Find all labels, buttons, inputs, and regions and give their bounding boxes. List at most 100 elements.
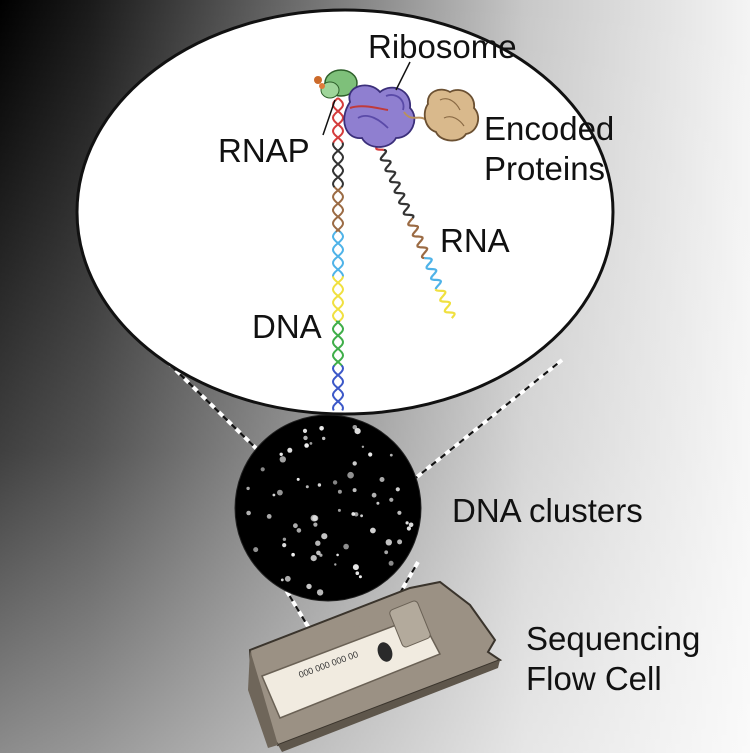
cluster-dot xyxy=(352,461,357,466)
cluster-dot xyxy=(389,453,393,457)
cluster-dot xyxy=(358,575,362,579)
protein-shape xyxy=(423,88,480,142)
cluster-dot xyxy=(312,515,319,522)
cluster-dot xyxy=(352,488,357,493)
cluster-dot xyxy=(313,522,318,527)
cluster-dot xyxy=(405,521,409,525)
cluster-dot xyxy=(371,492,377,498)
dna-strand-segment xyxy=(331,142,345,189)
cluster-dots xyxy=(246,425,414,596)
cluster-dot xyxy=(376,501,380,505)
cluster-dot xyxy=(282,537,287,541)
cluster-dot xyxy=(322,436,326,441)
cluster-dot xyxy=(296,528,302,533)
cluster-dot xyxy=(408,522,414,528)
rna-strand-segment xyxy=(379,148,415,219)
cluster-dot xyxy=(355,571,360,575)
cluster-dot xyxy=(321,533,328,540)
dna-label: DNA xyxy=(252,308,322,345)
cluster-dot xyxy=(388,560,394,566)
leader-lines xyxy=(322,61,411,136)
flow-cell-label-line2: Flow Cell xyxy=(526,660,662,697)
cluster-dot xyxy=(305,485,309,489)
cluster-dot xyxy=(302,428,308,433)
dna-strand-segment xyxy=(331,230,345,277)
cluster-dot xyxy=(291,552,295,557)
dna-strand-segment xyxy=(331,186,345,233)
rnap-shape xyxy=(314,69,358,99)
cluster-dot xyxy=(310,555,317,562)
cluster-dot xyxy=(395,487,400,492)
dna-strand-segment xyxy=(331,186,345,233)
cluster-dot xyxy=(279,456,286,463)
cluster-dot xyxy=(246,486,250,491)
dna-strand-segment xyxy=(331,364,345,411)
cluster-dot xyxy=(337,508,341,512)
rnap-label: RNAP xyxy=(218,132,310,169)
cluster-dot xyxy=(384,550,389,555)
cluster-dot xyxy=(304,443,309,448)
cluster-dot xyxy=(389,497,394,502)
cluster-dot xyxy=(347,471,354,479)
cluster-dot xyxy=(246,510,251,516)
cluster-dot xyxy=(397,539,403,545)
cluster-dot xyxy=(351,512,356,516)
cluster-dot xyxy=(397,510,402,515)
dna-strand-segment xyxy=(331,320,345,367)
zoom-ellipse xyxy=(75,8,615,416)
cluster-dot xyxy=(287,447,293,453)
rna-strand-segment xyxy=(407,217,429,260)
cluster-dot xyxy=(317,483,322,487)
cluster-dot xyxy=(379,477,385,482)
rna-label: RNA xyxy=(440,222,510,259)
cluster-dot xyxy=(253,547,259,553)
dna-strand-segment xyxy=(331,320,345,367)
rna-strand-segment xyxy=(424,257,443,290)
cluster-dot xyxy=(309,442,313,445)
cluster-dot xyxy=(293,523,298,529)
cluster-dot xyxy=(352,564,359,571)
cluster-dot xyxy=(272,493,276,497)
cluster-dot xyxy=(354,428,361,435)
cluster-dot xyxy=(296,477,300,481)
flow-cell-label-line1: Sequencing xyxy=(526,620,701,657)
cluster-dot xyxy=(260,467,265,472)
cluster-dot xyxy=(266,514,272,519)
ribosome-label: Ribosome xyxy=(368,28,517,65)
cluster-dot xyxy=(343,543,349,550)
cluster-dot xyxy=(282,543,287,548)
cluster-dot xyxy=(360,514,363,518)
flow-cell: 000 000 000 00 xyxy=(248,580,503,752)
cluster-dot xyxy=(315,540,321,546)
cluster-dot xyxy=(361,445,365,448)
dna-strand-segment xyxy=(331,97,345,144)
dna-strand-segment xyxy=(332,276,345,323)
cluster-dot xyxy=(284,575,291,582)
dna-strand-segment xyxy=(331,276,344,323)
cluster-dot xyxy=(280,578,284,582)
dna-clusters-circle xyxy=(234,414,422,602)
cluster-dot xyxy=(279,452,283,456)
dna-clusters-label: DNA clusters xyxy=(452,492,643,529)
encoded-proteins-label-line1: Encoded xyxy=(484,110,615,147)
cluster-dot xyxy=(354,512,359,517)
ribosome-shape xyxy=(343,84,416,148)
cluster-dot xyxy=(406,526,411,531)
cluster-dot xyxy=(370,527,376,534)
cluster-dot xyxy=(385,539,392,546)
cluster-dot xyxy=(337,489,342,494)
encoded-proteins-label-line2: Proteins xyxy=(484,150,606,187)
cluster-dot xyxy=(352,425,358,430)
cluster-dot xyxy=(334,563,337,566)
dna-helix xyxy=(331,97,345,411)
cluster-dot xyxy=(316,550,321,556)
cluster-dot xyxy=(316,589,324,596)
cluster-dot xyxy=(319,426,324,431)
cluster-dot xyxy=(303,435,308,441)
dna-strand-segment xyxy=(331,142,345,189)
rna-strand-segment xyxy=(434,288,456,319)
cluster-dot xyxy=(277,489,283,496)
cluster-dot xyxy=(336,553,339,557)
